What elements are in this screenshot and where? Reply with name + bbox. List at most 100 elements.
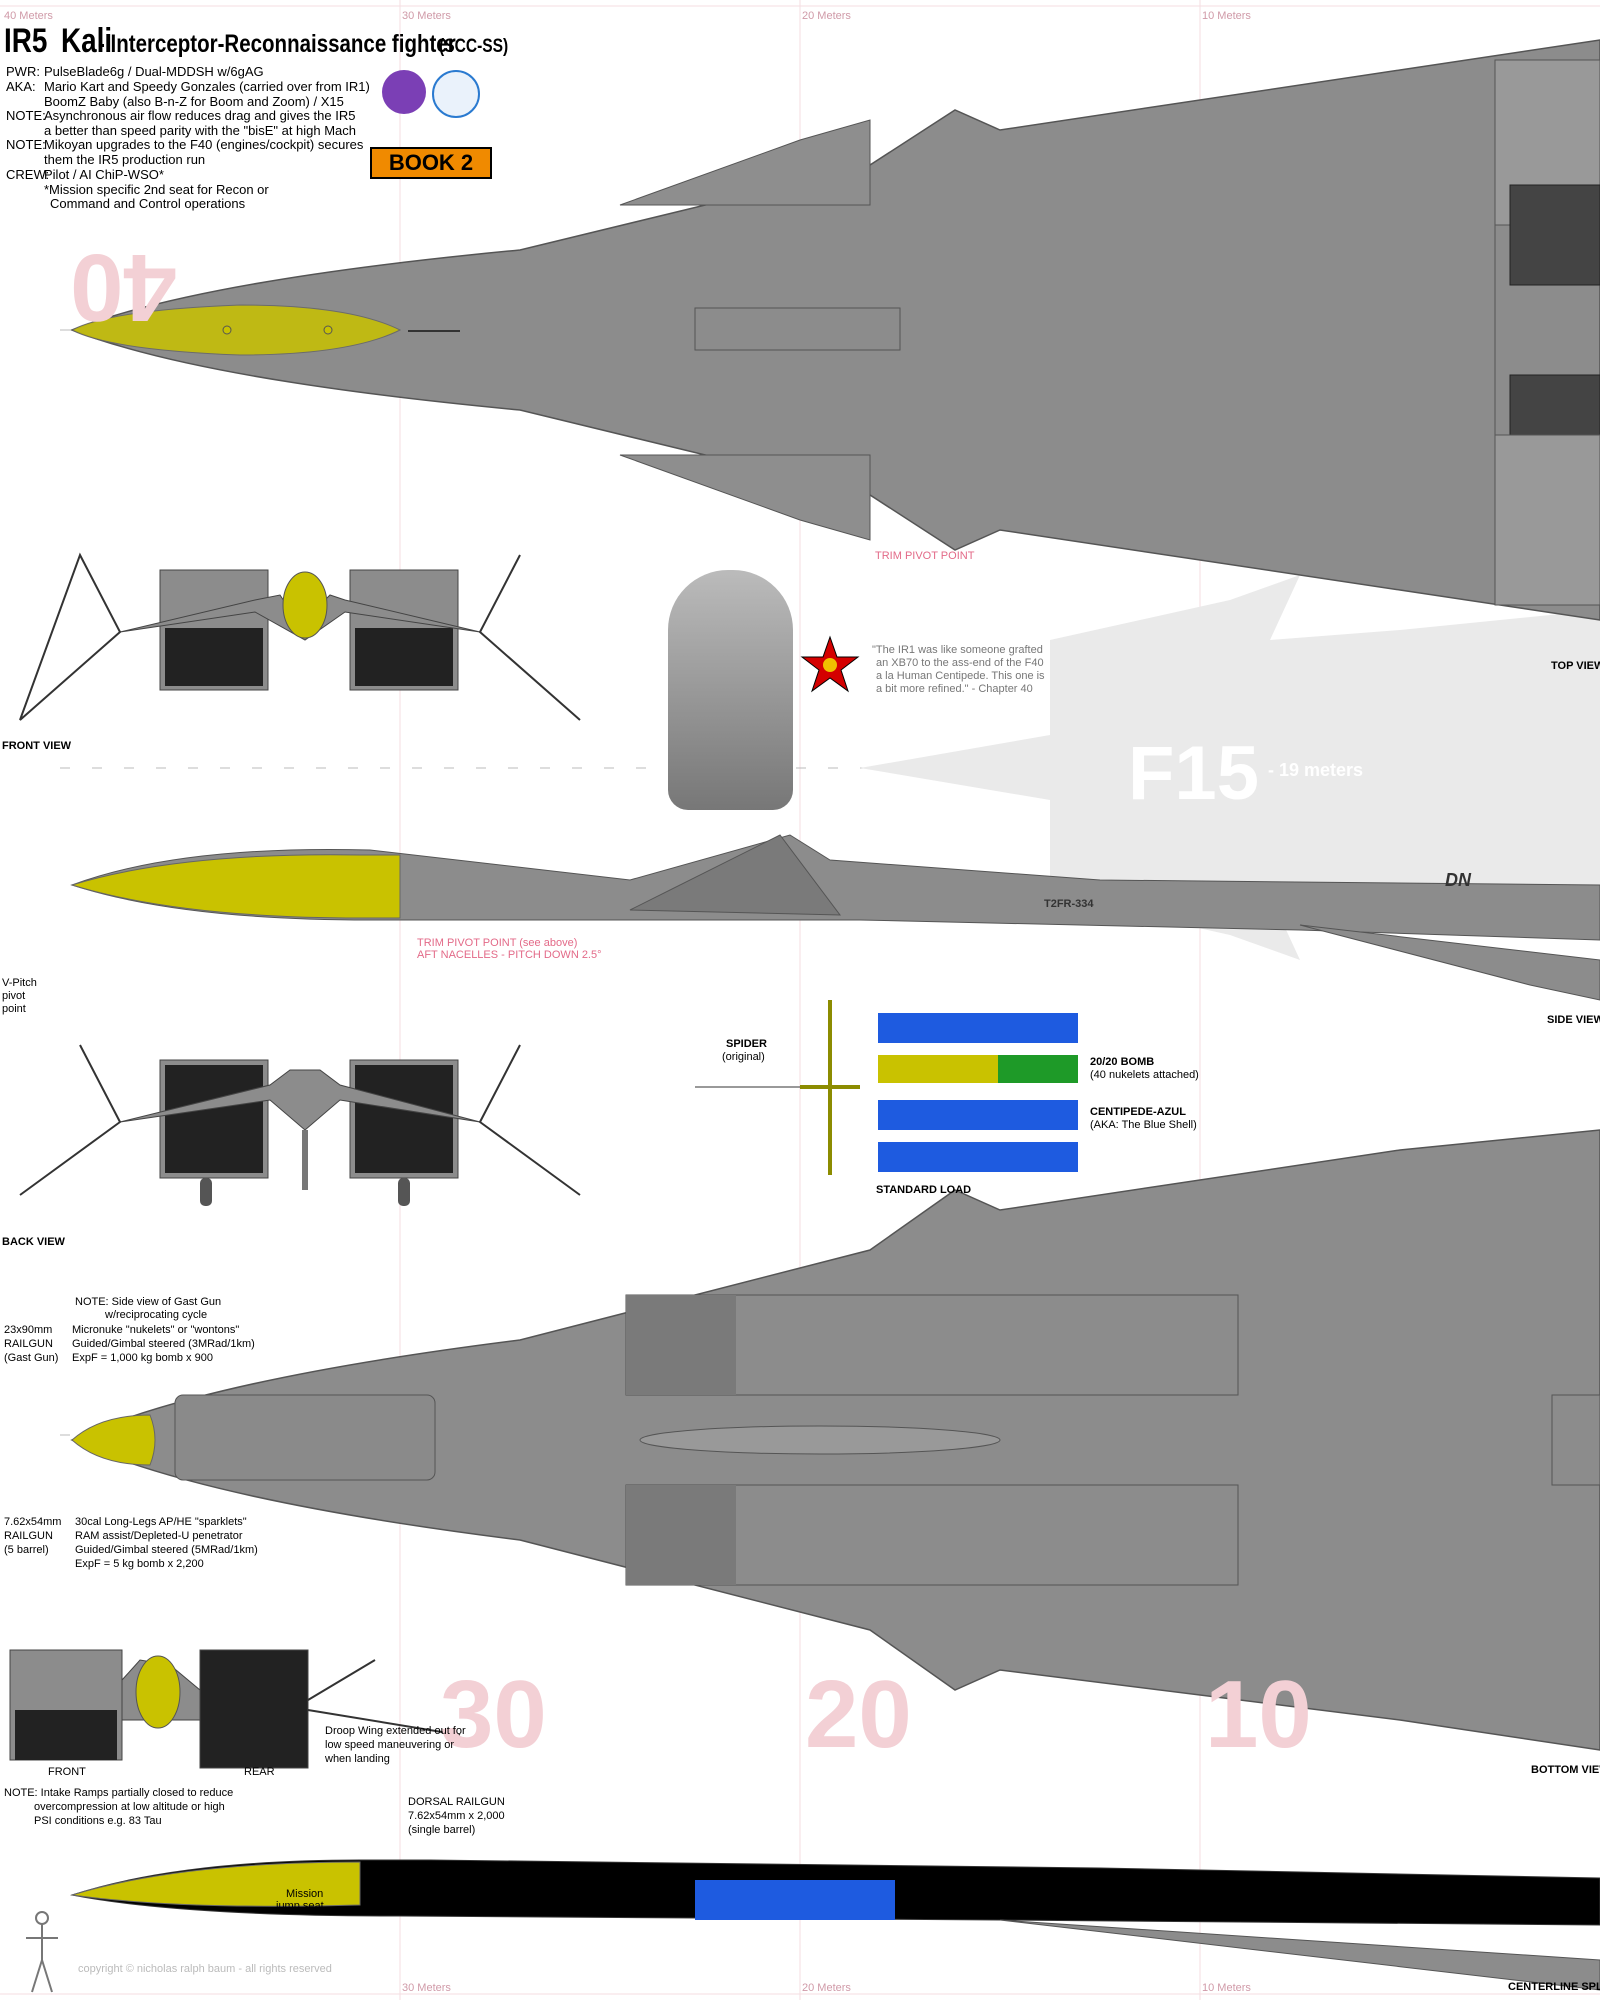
railgun-a-label: 23x90mm [4,1324,53,1336]
cal-text: ExpF = 5 kg bomb x 2,200 [75,1558,204,1570]
spec-label: PWR: [6,64,40,79]
spec-text: Asynchronous air flow reduces drag and g… [44,108,356,123]
spec-text: *Mission specific 2nd seat for Recon or [44,182,269,197]
droop-note: when landing [325,1753,390,1765]
side-view-aircraft [70,834,1600,1001]
droop-note: low speed maneuvering or [325,1739,455,1751]
intake-detail [9,1649,461,1769]
gast-note: NOTE: Side view of Gast Gun [75,1296,222,1308]
spec-text: Mikoyan upgrades to the F40 (engines/coc… [44,137,364,152]
f15-silhouette [860,575,1600,960]
dorsal-railgun-note: (single barrel) [408,1824,476,1836]
spec-text: Pilot / AI ChiP-WSO* [44,167,164,182]
paper-plane-logo-icon [432,70,480,118]
trim-pivot-aft-label: AFT NACELLES - PITCH DOWN 2.5° [417,949,602,961]
f15-label: F15 [1128,731,1259,816]
book-badge: BOOK 2 [370,147,492,179]
kali-figure-icon [668,570,793,810]
view-label-side: SIDE VIEW [1547,1014,1600,1026]
view-label-top: TOP VIEW [1551,660,1600,672]
quote-line: an XB70 to the ass-end of the F40 [876,657,1044,669]
copyright-text: copyright © nicholas ralph baum - all ri… [78,1963,332,1975]
view-label-rear-small: REAR [244,1766,275,1778]
scale-number: 40 [70,234,177,341]
spec-label: NOTE: [6,137,46,152]
quote-line: "The IR1 was like someone grafted [872,644,1043,656]
view-label-front-small: FRONT [48,1766,86,1778]
centipede-label: (AKA: The Blue Shell) [1090,1119,1197,1131]
page-title: IR5 Kali - Interceptor-Reconnaissance fi… [4,22,523,61]
back-view-aircraft [19,1044,581,1206]
title-designation: (SCC-SS) [438,36,509,57]
spec-text: PulseBlade6g / Dual-MDDSH w/6gAG [44,64,264,79]
scale-number: 30 [440,1661,547,1768]
railgun-b-label: (5 barrel) [4,1544,49,1556]
mission-seat-note: Mission [286,1888,324,1900]
trim-pivot-label: TRIM PIVOT POINT [875,550,975,562]
gast-note: w/reciprocating cycle [105,1309,208,1321]
view-label-front: FRONT VIEW [2,740,72,752]
centerline-aircraft [71,1859,1600,1991]
top-view-aircraft [69,39,1600,621]
spec-label: AKA: [6,79,36,94]
meter-label: 10 Meters [1202,10,1251,22]
view-label-back: BACK VIEW [2,1236,65,1248]
cal-text: 30cal Long-Legs AP/HE "sparklets" [75,1516,247,1528]
serial-number: T2FR-334 [1044,898,1094,910]
railgun-b-label: RAILGUN [4,1530,53,1542]
quote-line: a bit more refined." - Chapter 40 [876,683,1033,695]
intake-note: NOTE: Intake Ramps partially closed to r… [4,1787,234,1799]
vpitch-label: point [2,1003,26,1015]
spec-text: them the IR5 production run [44,152,206,167]
quote-line: a la Human Centipede. This one is [876,670,1045,682]
scale-number: 20 [805,1661,912,1768]
meter-label: 40 Meters [4,10,53,22]
title-name: Kali [61,22,113,60]
mission-seat-note: jump seat [276,1900,324,1912]
title-code: IR5 [4,22,48,60]
meter-label: 20 Meters [802,1982,851,1994]
spec-text: a better than speed parity with the "bis… [44,123,357,138]
bottom-view-aircraft [70,1129,1600,1751]
spec-label: NOTE: [6,108,46,123]
view-label-centerline: CENTERLINE SPLIT [1508,1981,1600,1993]
vpitch-label: V-Pitch [2,977,37,989]
spec-text: Command and Control operations [50,196,246,211]
meter-label: 10 Meters [1202,1982,1251,1994]
mig-logo-icon [382,70,426,114]
dorsal-railgun-note: DORSAL RAILGUN [408,1796,505,1808]
scale-number: 10 [1205,1661,1312,1768]
view-label-bottom: BOTTOM VIEW [1531,1764,1600,1776]
railgun-a-label: RAILGUN [4,1338,53,1350]
micronuke-text: ExpF = 1,000 kg bomb x 900 [72,1352,213,1364]
loads-graphic [695,1000,1078,1175]
f15-size-label: - 19 meters [1268,760,1364,780]
cal-text: RAM assist/Depleted-U penetrator [75,1530,243,1542]
railgun-b-label: 7.62x54mm [4,1516,62,1528]
spec-text: Mario Kart and Speedy Gonzales (carried … [44,79,370,94]
title-subtitle: - Interceptor-Reconnaissance fighter [98,30,456,58]
intake-note: overcompression at low altitude or high [34,1801,225,1813]
spec-text: BoomZ Baby (also B-n-Z for Boom and Zoom… [44,94,344,109]
dorsal-railgun-note: 7.62x54mm x 2,000 [408,1810,505,1822]
intake-note: PSI conditions e.g. 83 Tau [34,1815,162,1827]
standard-load-label: STANDARD LOAD [876,1184,972,1196]
trim-pivot-aft-label: TRIM PIVOT POINT (see above) [417,937,578,949]
spider-label: (original) [722,1051,765,1063]
micronuke-text: Micronuke "nukelets" or "wontons" [72,1324,240,1336]
centipede-label: CENTIPEDE-AZUL [1090,1106,1186,1118]
vpitch-label: pivot [2,990,26,1002]
front-view-aircraft [19,552,581,721]
railgun-a-label: (Gast Gun) [4,1352,59,1364]
meter-label: 30 Meters [402,10,451,22]
cal-text: Guided/Gimbal steered (5MRad/1km) [75,1544,258,1556]
star-roundel-icon [800,635,860,695]
tail-code: DN [1445,870,1471,890]
meter-label: 20 Meters [802,10,851,22]
skeleton-icon [22,1910,62,1995]
bomb-label: 20/20 BOMB [1090,1056,1155,1068]
meter-label: 30 Meters [402,1982,451,1994]
bomb-label: (40 nukelets attached) [1090,1069,1199,1081]
